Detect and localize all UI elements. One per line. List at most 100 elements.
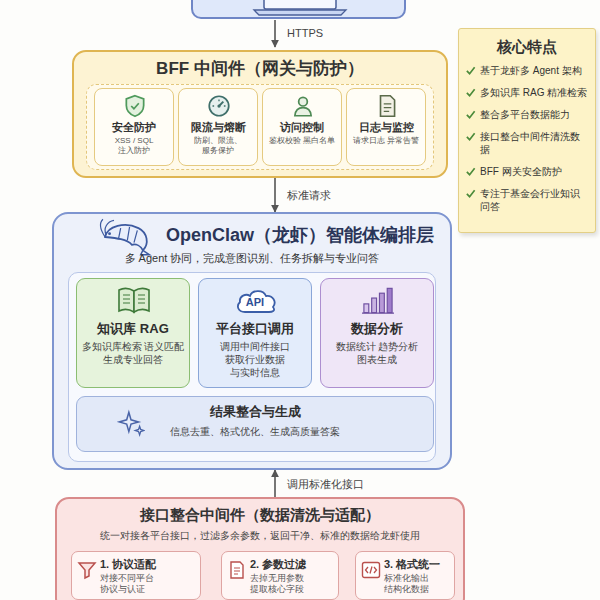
box-title: 核心特点 bbox=[465, 38, 589, 56]
box-text: 基于龙虾多 Agent 架构 bbox=[465, 64, 589, 77]
box-text: 平台接口调用 bbox=[203, 321, 307, 337]
node-icon bbox=[122, 93, 148, 119]
flow-arrow bbox=[274, 178, 276, 212]
node-icon-part bbox=[362, 313, 394, 314]
node-icon-part bbox=[387, 288, 392, 312]
node-icon-part bbox=[379, 293, 384, 312]
node-icon-part bbox=[384, 104, 392, 112]
node-icon-part bbox=[100, 219, 114, 237]
node-icon bbox=[116, 285, 152, 315]
node-icon-part bbox=[131, 103, 139, 108]
node-icon-part bbox=[299, 97, 308, 106]
box-title: 日志与监控 bbox=[350, 120, 422, 134]
node-icon-part bbox=[108, 232, 111, 235]
box-title: 知识库 RAG bbox=[81, 321, 185, 337]
box-text: 多知识库 RAG 精准检索 bbox=[465, 86, 589, 99]
node-icon-part bbox=[363, 563, 380, 578]
box-text: 标准化输出 结构化数据 bbox=[384, 573, 450, 595]
node-icon-part bbox=[231, 562, 243, 578]
check-mark-part bbox=[467, 168, 475, 174]
node-icon bbox=[96, 217, 152, 257]
feature-card: 日志与监控请求日志 异常告警 bbox=[346, 88, 426, 166]
node-icon-part bbox=[217, 104, 220, 107]
box-title: OpenClaw（龙虾）智能体编排层 bbox=[60, 224, 444, 246]
https-arrow bbox=[274, 20, 276, 47]
box-text: 信息去重、格式优化、生成高质量答案 bbox=[85, 425, 425, 438]
gateway-box: BFF 中间件（网关与防护） 安全防护 XSS / SQL 注入防护限流与熔断防刷、… bbox=[72, 50, 448, 178]
node-icon-part bbox=[126, 96, 143, 117]
box-title: 结果整合与生成 bbox=[85, 404, 425, 420]
client-box bbox=[192, 0, 405, 18]
node-icon-part bbox=[123, 295, 145, 303]
box-title: 访问控制 bbox=[266, 120, 338, 134]
box-text: 统一对接各平台接口，过滤多余参数，返回干净、标准的数据给龙虾使用 bbox=[63, 529, 457, 542]
client-box-part bbox=[264, 0, 336, 9]
check-mark-part bbox=[467, 133, 475, 139]
box-title: BFF 中间件（网关与防护） bbox=[74, 59, 446, 79]
feature-card: 限流与熔断防刷、限流、服务保护 bbox=[178, 88, 258, 166]
check-mark-part bbox=[467, 89, 475, 95]
node-icon-part bbox=[381, 96, 395, 117]
check-mark bbox=[465, 87, 476, 98]
orchestration-box: OpenClaw（龙虾）智能体编排层多 Agent 协同，完成意图识别、任务拆解… bbox=[52, 212, 452, 470]
step-box: 3. 格式统一标准化输出 结构化数据 bbox=[355, 551, 455, 600]
module-card: API平台接口调用调用中间件接口 获取行业数据 与实时信息 bbox=[198, 278, 312, 388]
result-band: 结果整合与生成信息去重、格式优化、生成高质量答案 bbox=[76, 396, 434, 452]
node-icon bbox=[374, 93, 400, 119]
node-icon bbox=[206, 93, 232, 119]
node-icon bbox=[227, 560, 247, 580]
box-text: BFF 网关安全防护 bbox=[465, 165, 589, 178]
node-icon-part bbox=[105, 225, 147, 250]
node-icon-part bbox=[213, 100, 226, 107]
feature-card: 安全防护 XSS / SQL 注入防护 bbox=[94, 88, 174, 166]
check-mark bbox=[465, 131, 476, 142]
edge-label: 标准请求 bbox=[284, 188, 334, 202]
node-icon-part bbox=[364, 304, 369, 313]
node-icon-part bbox=[119, 412, 138, 431]
box-title: 数据分析 bbox=[325, 321, 429, 337]
edge-label: 调用标准化接口 bbox=[284, 477, 367, 491]
step-box: 2. 参数过滤去掉无用参数 提取核心字段 bbox=[221, 551, 339, 600]
node-icon bbox=[361, 560, 381, 580]
node-icon-part bbox=[209, 96, 229, 116]
box-text: 请求日志 异常告警 bbox=[350, 136, 422, 146]
node-icon-part bbox=[134, 289, 149, 312]
box-title: API bbox=[199, 296, 311, 308]
check-mark bbox=[465, 166, 476, 177]
check-mark bbox=[465, 65, 476, 76]
node-icon-part bbox=[79, 563, 95, 578]
node-icon-part bbox=[119, 289, 134, 312]
module-card: 数据分析数据统计 趋势分析 图表生成 bbox=[320, 278, 434, 388]
flow-arrow bbox=[274, 470, 276, 497]
box-text: 去掉无用参数 提取核心字段 bbox=[250, 573, 334, 595]
box-text: XSS / SQL 注入防护 bbox=[98, 136, 170, 156]
box-text: 对接不同平台 协议与认证 bbox=[100, 573, 196, 595]
box-text: 数据统计 趋势分析 图表生成 bbox=[325, 340, 429, 366]
node-icon-part bbox=[135, 426, 144, 435]
node-icon-part bbox=[372, 298, 377, 313]
client-box-part bbox=[254, 10, 346, 15]
box-text: 多知识库检索 语义匹配 生成专业回答 bbox=[81, 340, 185, 366]
box-text: 接口整合中间件清洗数据 bbox=[465, 130, 589, 156]
node-icon bbox=[77, 560, 97, 580]
check-mark-part bbox=[467, 111, 475, 117]
check-mark bbox=[465, 109, 476, 120]
adapter-box: 接口整合中间件（数据清洗与适配）统一对接各平台接口，过滤多余参数，返回干净、标准… bbox=[55, 497, 465, 600]
box-title: 3. 格式统一 bbox=[384, 557, 450, 571]
node-icon bbox=[290, 93, 316, 119]
check-mark-part bbox=[467, 67, 475, 73]
protocol-label: HTTPS bbox=[284, 26, 326, 40]
box-text: 多 Agent 协同，完成意图识别、任务拆解与专业问答 bbox=[60, 251, 444, 265]
box-title: 1. 协议适配 bbox=[100, 557, 196, 571]
node-icon-part bbox=[234, 568, 240, 574]
node-icon-part bbox=[295, 108, 311, 116]
box-title: 2. 参数过滤 bbox=[250, 557, 334, 571]
node-icon bbox=[361, 285, 395, 315]
module-card: 知识库 RAG 多知识库检索 语义匹配 生成专业回答 bbox=[76, 278, 190, 388]
box-text: 鉴权校验 黑白名单 bbox=[266, 136, 338, 146]
box-text: 整合多平台数据能力 bbox=[465, 108, 589, 121]
box-title: 安全防护 bbox=[98, 120, 170, 134]
step-box: 1. 协议适配对接不同平台 协议与认证 bbox=[71, 551, 201, 600]
